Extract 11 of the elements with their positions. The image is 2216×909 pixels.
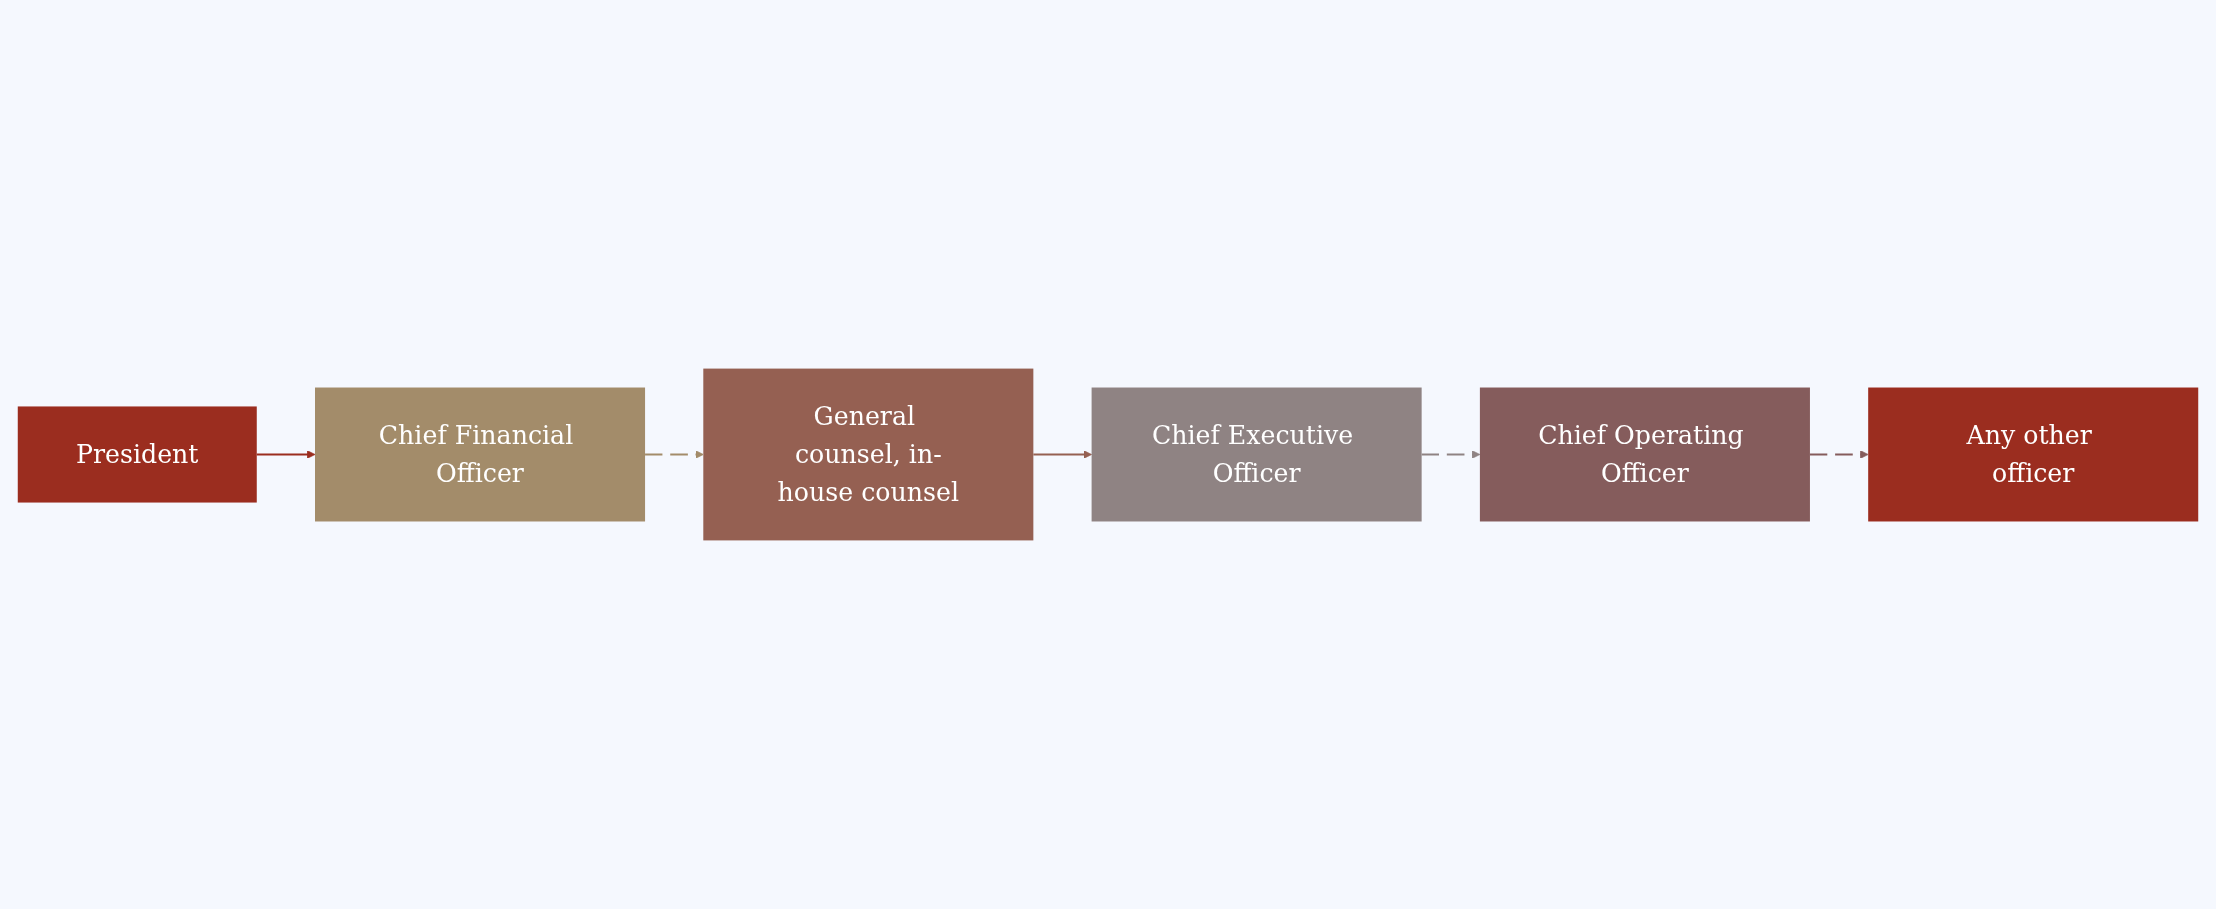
node-box: General counsel, in-house counsel <box>703 368 1034 541</box>
arrow <box>1420 450 1481 459</box>
arrow <box>1032 450 1092 459</box>
node-box: Chief Executive Officer <box>1091 387 1422 522</box>
node-box: Chief Operating Officer <box>1479 387 1810 522</box>
arrow <box>644 450 704 459</box>
node-box: Any other officer <box>1868 387 2199 522</box>
node-box: President <box>17 406 257 503</box>
node-box: Chief Financial Officer <box>315 387 646 522</box>
arrow <box>1808 450 1869 459</box>
arrow <box>255 450 316 459</box>
